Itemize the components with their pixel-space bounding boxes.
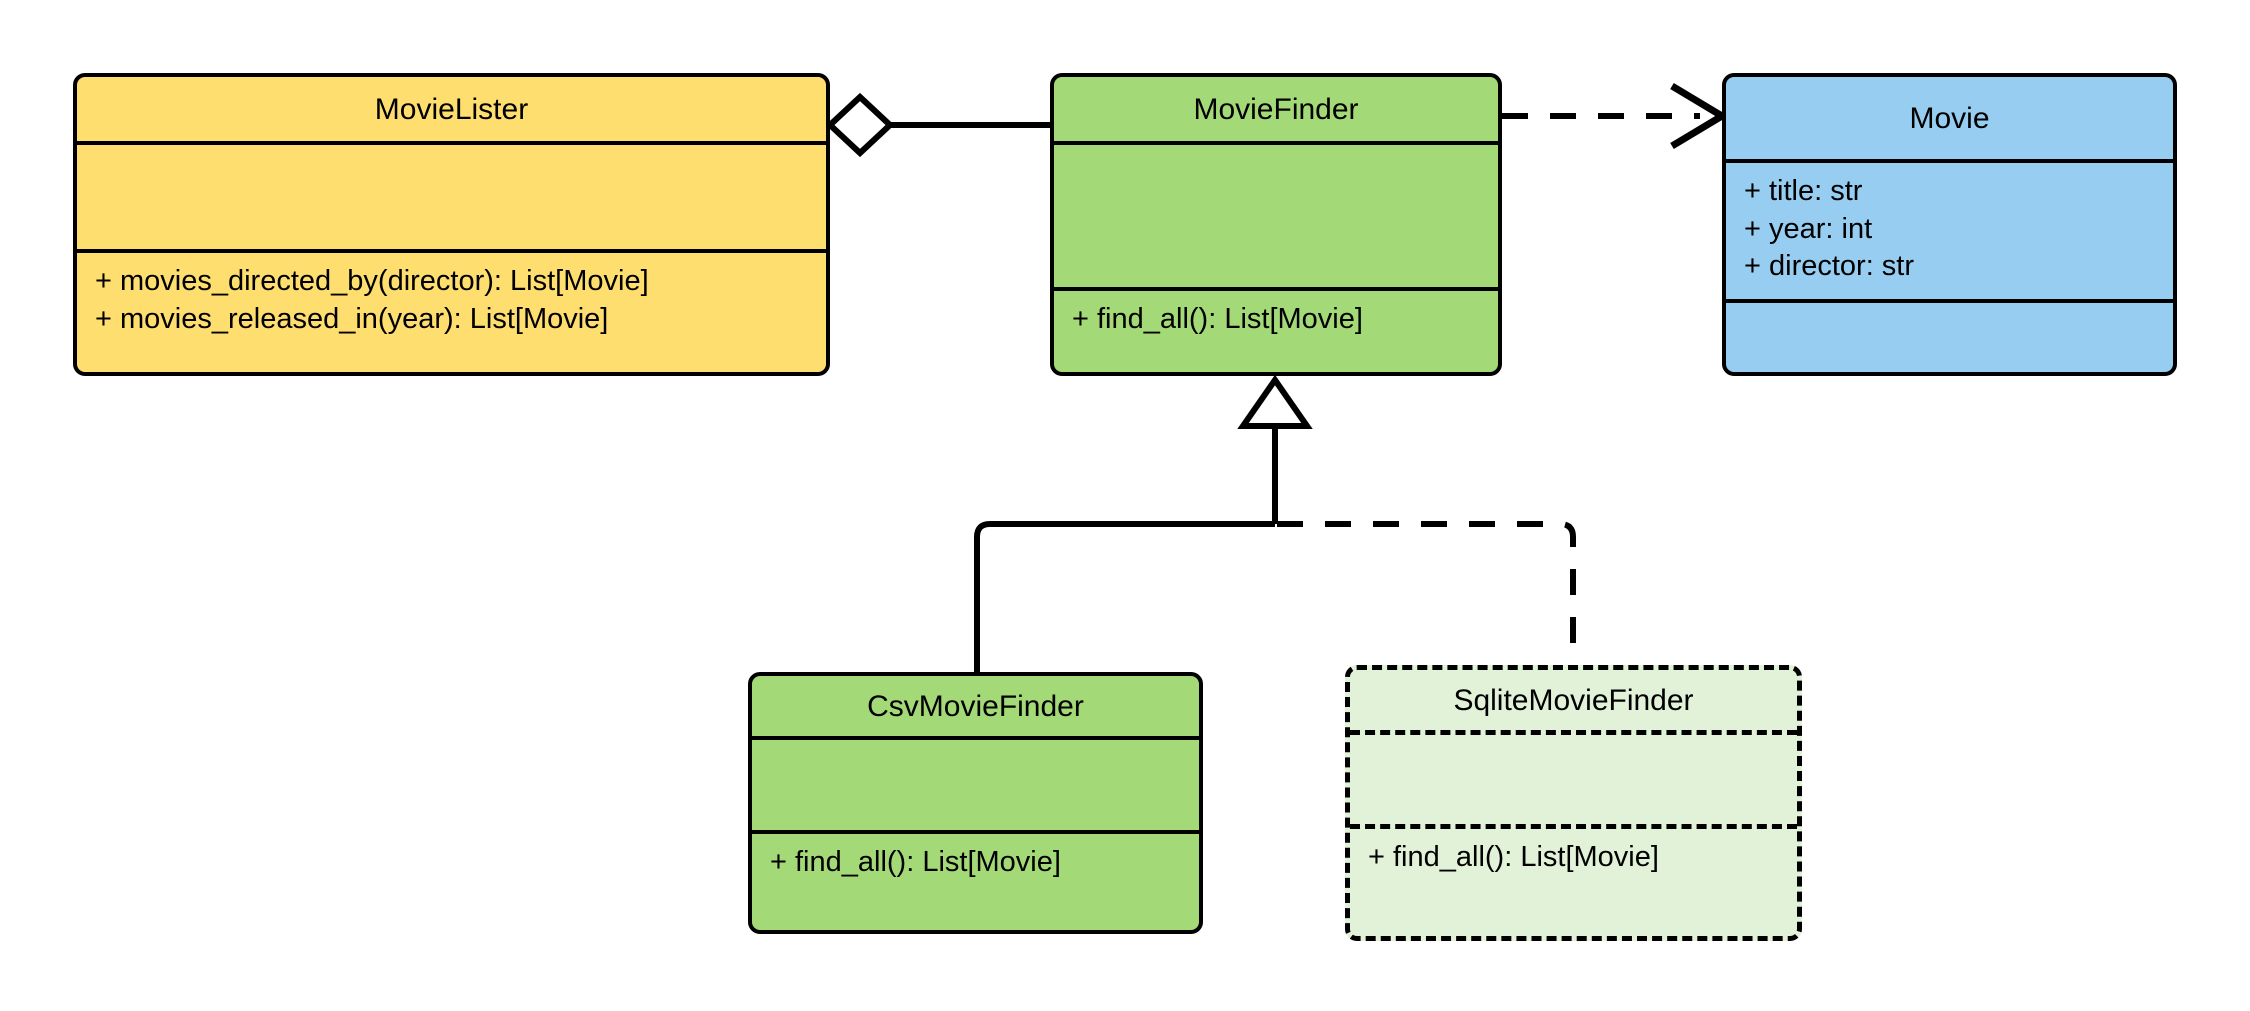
method-row: + find_all(): List[Movie] — [770, 846, 1061, 878]
generalization-branch-csv — [974, 521, 1275, 672]
class-attributes-moviefinder — [1054, 141, 1498, 287]
generalization-sqlitemoviefinder-moviefinder[interactable] — [1277, 521, 1576, 667]
class-attributes-movielister — [77, 141, 826, 249]
class-methods-sqlitemoviefinder: + find_all(): List[Movie] — [1350, 824, 1797, 930]
class-box-sqlitemoviefinder[interactable]: SqliteMovieFinder + find_all(): List[Mov… — [1345, 665, 1802, 941]
class-box-moviefinder[interactable]: MovieFinder + find_all(): List[Movie] — [1050, 73, 1502, 376]
class-box-movie[interactable]: Movie + title: str + year: int + directo… — [1722, 73, 2177, 376]
class-methods-movie — [1726, 299, 2173, 372]
class-name-movie: Movie — [1909, 101, 1990, 135]
class-box-movielister[interactable]: MovieLister + movies_directed_by(directo… — [73, 73, 830, 376]
class-methods-csvmoviefinder: + find_all(): List[Movie] — [752, 830, 1199, 930]
class-methods-movielister: + movies_directed_by(director): List[Mov… — [77, 249, 826, 372]
method-row: + find_all(): List[Movie] — [1368, 841, 1659, 873]
method-row: + find_all(): List[Movie] — [1072, 303, 1363, 335]
attribute-row: + title: str — [1744, 175, 1863, 207]
method-row: + movies_released_in(year): List[Movie] — [95, 302, 609, 335]
class-name-csvmoviefinder: CsvMovieFinder — [867, 689, 1084, 723]
method-row: + movies_directed_by(director): List[Mov… — [95, 265, 649, 297]
class-name-movielister: MovieLister — [374, 92, 529, 126]
class-box-csvmoviefinder[interactable]: CsvMovieFinder + find_all(): List[Movie] — [748, 672, 1203, 934]
class-name-sqlitemoviefinder: SqliteMovieFinder — [1453, 683, 1694, 717]
aggregation-movielister-moviefinder[interactable] — [825, 92, 1050, 158]
hollow-diamond-marker — [825, 92, 895, 158]
attribute-row: + year: int — [1744, 212, 1873, 245]
generalization-branch-sqlite — [1277, 521, 1576, 667]
class-name-moviefinder: MovieFinder — [1193, 92, 1359, 126]
attribute-row: + director: str — [1744, 250, 1915, 283]
class-attributes-movie: + title: str + year: int + director: str — [1726, 159, 2173, 299]
class-attributes-csvmoviefinder — [752, 736, 1199, 830]
class-attributes-sqlitemoviefinder — [1350, 730, 1797, 824]
class-methods-moviefinder: + find_all(): List[Movie] — [1054, 287, 1498, 372]
generalization-csvmoviefinder-moviefinder[interactable] — [974, 374, 1313, 672]
hollow-triangle-marker — [1237, 374, 1313, 429]
dependency-moviefinder-movie[interactable] — [1502, 82, 1729, 150]
